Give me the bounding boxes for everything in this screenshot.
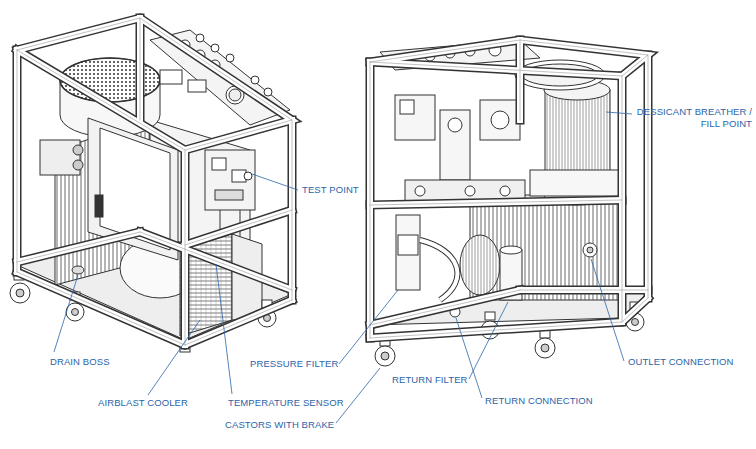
right-unit: [420, 240, 457, 300]
right-unit: [587, 247, 593, 253]
leader-lines: [591, 259, 624, 361]
part-label: TEMPERATURE SENSOR: [228, 397, 344, 409]
left-unit: [251, 76, 259, 84]
part-label: AIRBLAST COOLER: [98, 397, 188, 409]
right-unit: [415, 186, 425, 196]
part-label: PRESSURE FILTER: [250, 358, 338, 370]
left-unit: [17, 18, 292, 345]
part-label: DESSICANT BREATHER / FILL POINT: [636, 106, 752, 130]
left-unit: [229, 89, 241, 101]
left-unit: [40, 140, 80, 175]
right-unit: [583, 243, 597, 257]
left-unit: [215, 190, 243, 200]
left-unit: [212, 158, 226, 170]
right-unit: [375, 346, 395, 366]
right-unit: [400, 100, 414, 114]
right-unit: [381, 352, 389, 360]
leader-lines: [339, 290, 398, 364]
right-unit: [370, 40, 648, 338]
leader-lines: [216, 264, 232, 394]
part-label: RETURN CONNECTION: [485, 395, 593, 407]
right-unit: [491, 111, 509, 129]
left-unit: [264, 88, 272, 96]
part-label: TEST POINT: [302, 184, 359, 196]
right-unit: [370, 40, 648, 338]
right-unit: [480, 100, 520, 140]
right-unit: [440, 110, 470, 180]
leader-lines: [54, 112, 632, 423]
part-label: RETURN FILTER: [392, 374, 468, 386]
left-unit: [226, 54, 234, 62]
right-unit: [541, 344, 549, 352]
leader-lines: [456, 318, 482, 398]
leader-lines: [252, 174, 298, 190]
right-unit: [535, 338, 555, 358]
right-unit: [632, 319, 639, 326]
right-unit: [460, 235, 500, 295]
right-unit: [420, 240, 457, 300]
left-unit: [16, 289, 24, 297]
leader-lines: [606, 112, 632, 114]
right-unit: [370, 40, 648, 338]
right-unit: [398, 235, 418, 255]
left-unit: [73, 160, 83, 170]
left-unit: [150, 30, 290, 125]
left-unit: [73, 145, 83, 155]
left-unit: [10, 283, 30, 303]
leader-lines: [336, 368, 380, 423]
leader-lines: [54, 275, 78, 352]
right-unit: [500, 246, 522, 254]
left-unit: [196, 34, 204, 42]
leader-lines: [148, 320, 200, 395]
left-unit: [188, 80, 206, 92]
right-unit: [370, 40, 648, 366]
left-unit: [95, 195, 103, 217]
left-unit: [205, 150, 255, 210]
left-unit: [17, 18, 292, 345]
left-unit: [211, 44, 219, 52]
left-unit: [72, 309, 79, 316]
right-unit: [485, 312, 495, 320]
right-unit: [396, 215, 420, 290]
right-unit: [500, 186, 510, 196]
left-unit: [160, 70, 182, 84]
left-unit: [244, 172, 252, 180]
part-label: DRAIN BOSS: [50, 356, 110, 368]
left-unit: [10, 18, 292, 352]
right-unit: [448, 118, 462, 132]
part-label: CASTORS WITH BRAKE: [225, 419, 334, 431]
leader-lines: [469, 302, 508, 379]
left-unit: [72, 266, 84, 274]
left-unit: [17, 18, 292, 345]
part-label: OUTLET CONNECTION: [628, 356, 734, 368]
right-unit: [465, 186, 475, 196]
right-unit: [530, 170, 625, 196]
right-unit: [395, 95, 435, 140]
